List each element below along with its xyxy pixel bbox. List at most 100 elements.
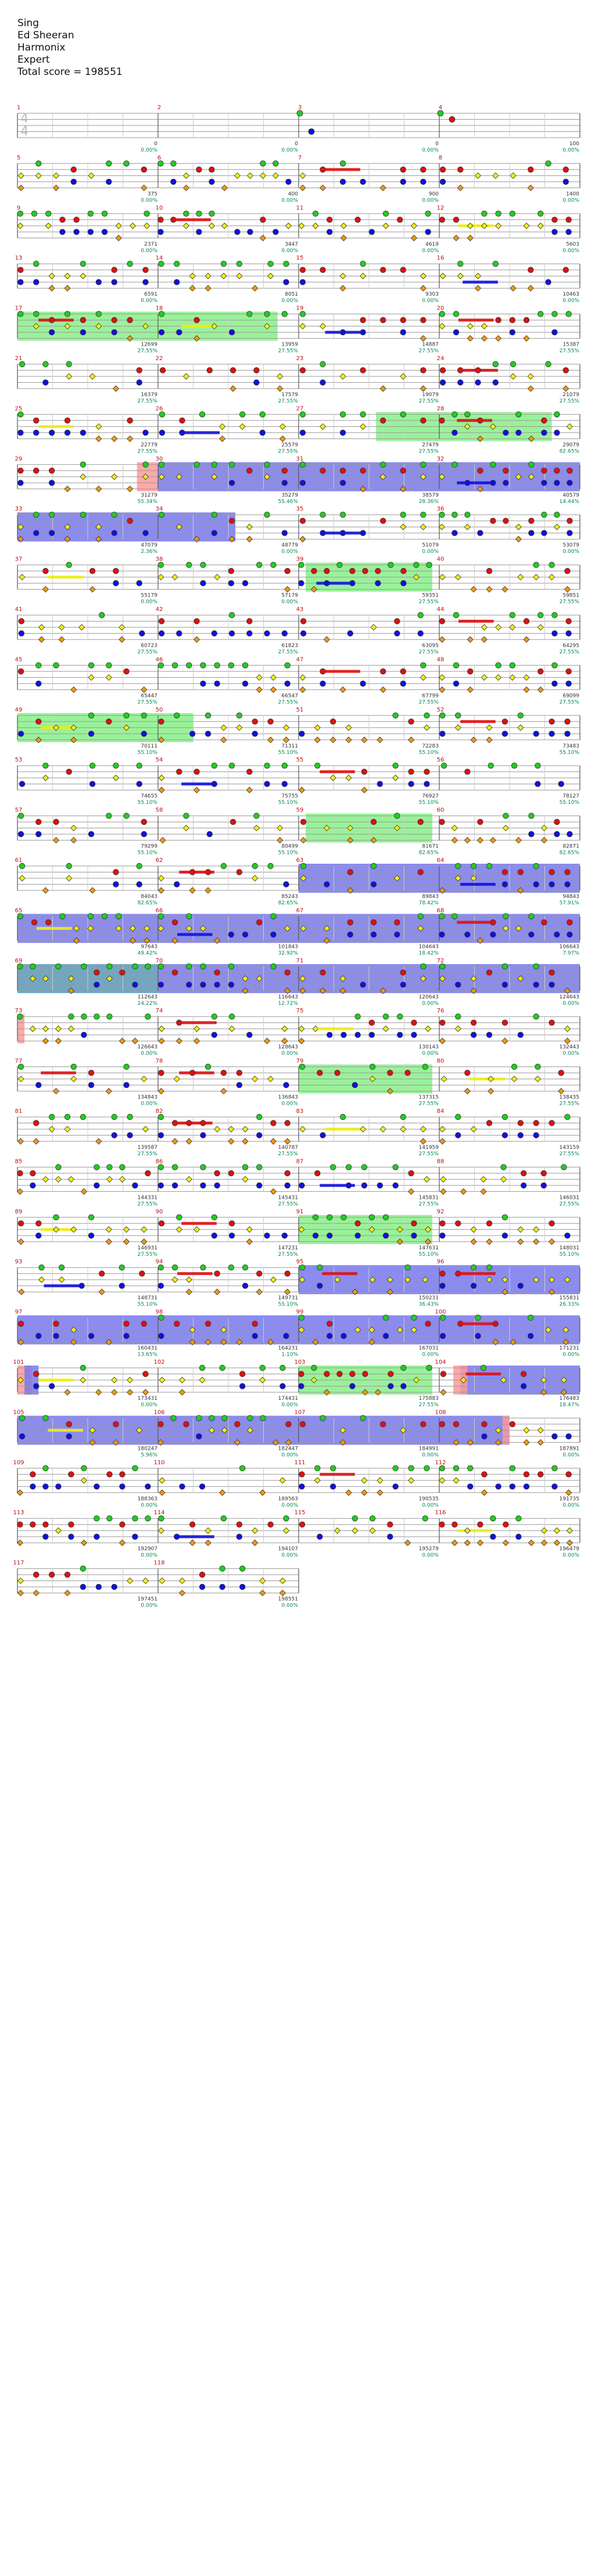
measure-percent: 0.00%	[141, 1402, 157, 1408]
note-yellow	[159, 1578, 166, 1585]
note-orange	[299, 987, 306, 994]
note-yellow	[360, 272, 367, 279]
note-blue	[545, 279, 551, 285]
measure-number: 103	[294, 1359, 305, 1366]
note-orange	[64, 1389, 71, 1396]
note-blue	[139, 630, 145, 637]
measure-score: 400	[288, 191, 298, 197]
note-yellow	[299, 674, 306, 681]
note-orange	[256, 1288, 263, 1295]
note-blue	[411, 1233, 417, 1239]
note-green	[101, 913, 108, 919]
note-orange	[347, 887, 354, 894]
note-yellow	[182, 825, 189, 832]
note-yellow	[500, 1377, 507, 1384]
note-yellow	[511, 1076, 518, 1083]
note-green	[470, 1264, 477, 1271]
note-yellow	[540, 1527, 547, 1534]
note-orange	[119, 636, 126, 643]
note-green	[68, 1013, 74, 1020]
note-orange	[495, 335, 502, 342]
note-red	[336, 1371, 343, 1377]
note-green	[545, 160, 551, 167]
note-yellow	[474, 272, 482, 279]
measure-score: 101843	[278, 944, 298, 950]
note-blue	[501, 1233, 508, 1239]
note-red	[400, 668, 406, 675]
note-green	[211, 762, 218, 769]
measure-number: 87	[296, 1158, 304, 1165]
note-orange	[300, 837, 307, 844]
note-orange	[228, 536, 235, 542]
note-yellow	[339, 1427, 346, 1433]
note-red	[30, 1521, 36, 1528]
note-blue	[88, 731, 95, 737]
note-orange	[370, 837, 377, 844]
note-orange	[157, 1439, 164, 1446]
measure-number: 54	[156, 757, 163, 763]
note-yellow	[517, 1226, 524, 1233]
note-yellow	[439, 574, 446, 581]
note-blue	[35, 680, 42, 687]
note-green	[345, 1164, 352, 1170]
note-orange	[476, 486, 483, 493]
note-blue	[375, 580, 381, 587]
measure-percent: 36.43%	[419, 1302, 439, 1307]
note-blue	[567, 480, 573, 486]
note-green	[199, 411, 206, 418]
note-red	[380, 668, 386, 675]
measure-percent: 27.55%	[138, 448, 158, 454]
measure-number: 25	[15, 405, 23, 412]
note-green	[368, 1214, 375, 1221]
note-red	[533, 1120, 539, 1126]
note-blue	[123, 1082, 130, 1088]
measure-number: 35	[296, 506, 304, 512]
note-blue	[554, 931, 560, 938]
note-green	[298, 1314, 305, 1321]
note-orange	[298, 786, 305, 793]
note-orange	[352, 1288, 359, 1295]
measure-score: 51079	[422, 542, 439, 548]
note-blue	[136, 881, 142, 888]
note-red	[501, 869, 508, 875]
note-red	[475, 367, 481, 373]
note-yellow	[141, 1226, 148, 1233]
note-orange	[159, 1489, 166, 1496]
note-green	[70, 1064, 77, 1070]
measure-percent: 55.10%	[138, 850, 158, 856]
measure-percent: 0.00%	[141, 599, 157, 605]
note-green	[157, 1113, 164, 1120]
note-blue	[42, 1533, 49, 1540]
note-orange	[38, 636, 45, 643]
note-red	[284, 1170, 291, 1177]
note-red	[554, 468, 560, 474]
note-yellow	[29, 975, 36, 982]
note-orange	[451, 1539, 458, 1546]
note-yellow	[489, 423, 496, 430]
note-red	[136, 367, 142, 373]
measure-score: 900	[429, 191, 439, 197]
measure-score: 78127	[562, 793, 579, 799]
measure-score: 171231	[560, 1346, 579, 1352]
note-orange	[533, 1238, 540, 1245]
note-green	[311, 1364, 317, 1371]
note-orange	[256, 686, 263, 693]
note-green	[528, 913, 535, 919]
note-yellow	[252, 1076, 259, 1083]
note-blue	[17, 731, 24, 737]
note-yellow	[55, 1527, 62, 1534]
note-green	[252, 863, 258, 870]
note-yellow	[393, 825, 400, 832]
measure-score: 174431	[278, 1396, 298, 1402]
note-orange	[171, 1138, 178, 1145]
note-yellow	[360, 1126, 367, 1133]
note-orange	[284, 987, 291, 994]
note-green	[501, 1113, 508, 1120]
note-red	[320, 668, 326, 675]
measure-number: 28	[437, 405, 445, 412]
note-yellow	[185, 1176, 192, 1183]
note-green	[242, 1164, 249, 1170]
note-blue	[377, 1182, 383, 1189]
note-orange	[285, 1439, 292, 1446]
note-red	[142, 1371, 149, 1377]
